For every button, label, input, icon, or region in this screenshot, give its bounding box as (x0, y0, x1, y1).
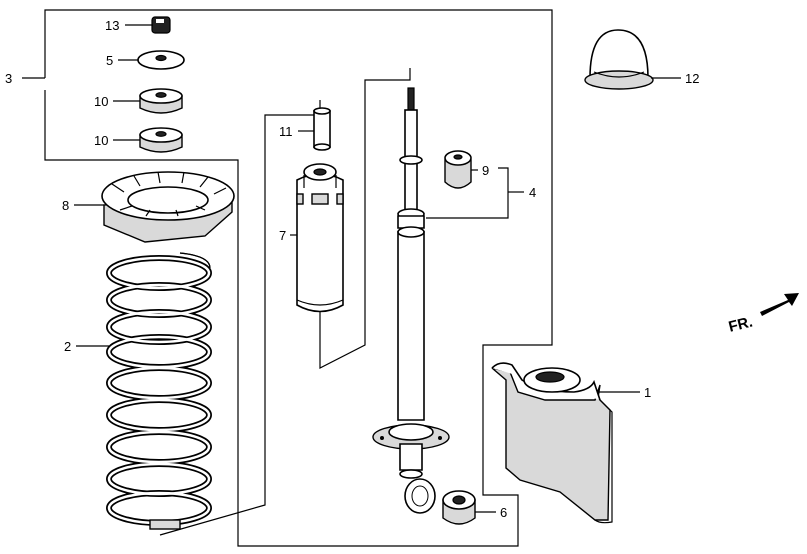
callout-1: 1 (644, 385, 651, 400)
callout-12: 12 (685, 71, 699, 86)
callout-7: 7 (279, 228, 286, 243)
upper-bushing-part (139, 88, 183, 114)
dust-boot-part (296, 163, 344, 313)
bump-stop-part (444, 150, 472, 189)
callout-11: 11 (279, 124, 293, 139)
nut-part (151, 16, 171, 34)
front-direction-label: FR. (727, 313, 755, 335)
callout-3: 3 (5, 71, 12, 86)
lower-mount-bushing-part (442, 490, 476, 525)
callout-10-upper: 10 (94, 94, 108, 109)
callout-10-lower: 10 (94, 133, 108, 148)
callout-numbers: 1 2 3 4 5 6 7 8 9 10 10 11 12 13 (5, 18, 699, 520)
callout-9: 9 (482, 163, 489, 178)
splash-shield-part (491, 362, 613, 524)
callout-2: 2 (64, 339, 71, 354)
leader-lines (74, 24, 681, 513)
front-arrow-icon (760, 293, 799, 316)
callout-13: 13 (105, 18, 119, 33)
lower-bushing-part (139, 127, 183, 153)
front-direction-indicator: FR. (727, 293, 799, 336)
spring-seat-part (101, 171, 235, 243)
shock-absorber-part (372, 87, 450, 514)
callout-4: 4 (529, 185, 536, 200)
coil-spring-part (106, 252, 212, 530)
spacer-collar-part (313, 107, 331, 151)
cap-part (584, 29, 654, 90)
callout-8: 8 (62, 198, 69, 213)
washer-part (137, 50, 185, 70)
callout-6: 6 (500, 505, 507, 520)
callout-5: 5 (106, 53, 113, 68)
group-boundaries (22, 9, 553, 547)
